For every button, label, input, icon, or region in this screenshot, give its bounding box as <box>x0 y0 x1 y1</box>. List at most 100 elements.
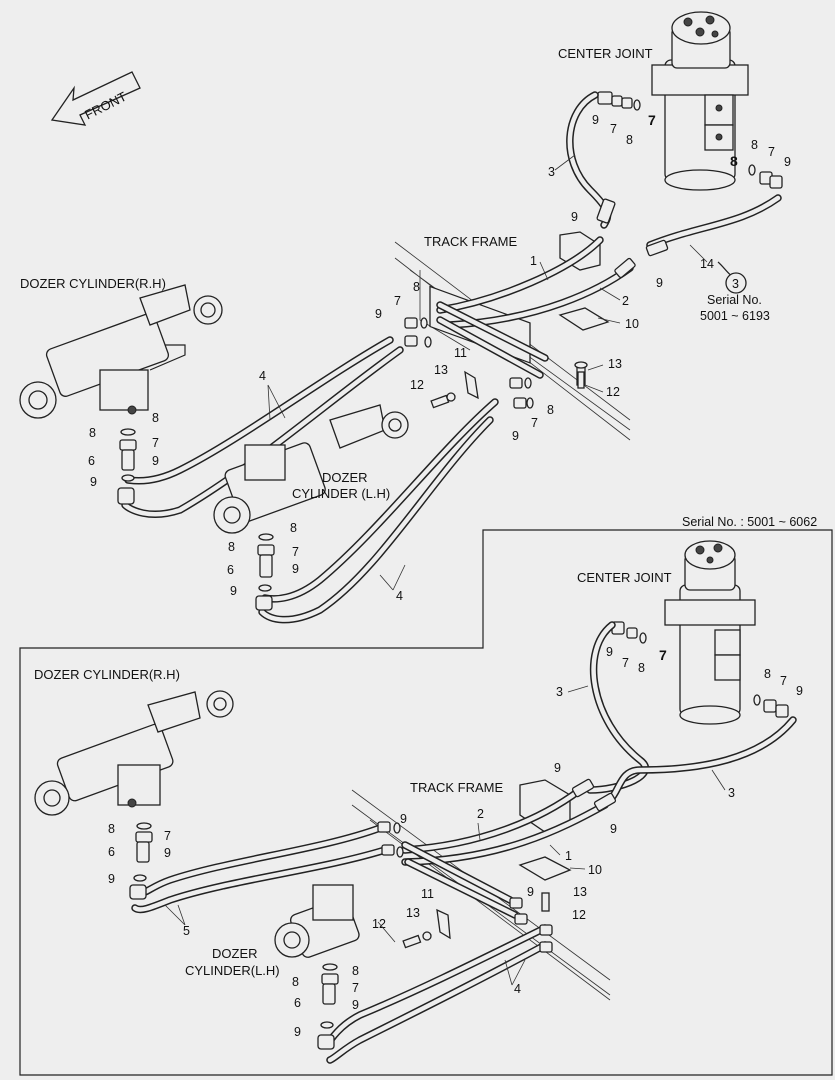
serial-section-frame <box>19 529 833 1076</box>
callout: 3 <box>556 685 563 699</box>
dozer-cylinder-rh-top <box>19 284 223 419</box>
callout: 8 <box>89 426 96 440</box>
callout: 9 <box>512 429 519 443</box>
callout: 7 <box>768 145 775 159</box>
callout: 13 <box>573 885 587 899</box>
callout: 8 <box>638 661 645 675</box>
callout: 8 <box>108 822 115 836</box>
callout: 9 <box>294 1025 301 1039</box>
callout: 8 <box>730 153 738 169</box>
callout: 2 <box>622 294 629 308</box>
callout: 9 <box>796 684 803 698</box>
dozer-lh-label-top-2: CYLINDER (L.H) <box>292 486 390 501</box>
serial-label-1: Serial No. <box>707 293 762 307</box>
lh-fittings-bottom <box>317 963 339 1050</box>
callout: 7 <box>292 545 299 559</box>
callout: 9 <box>375 307 382 321</box>
callout: 8 <box>626 133 633 147</box>
callout: 9 <box>164 846 171 860</box>
dozer-lh-label-bottom-1: DOZER <box>212 946 258 961</box>
callout: 12 <box>572 908 586 922</box>
callout: 8 <box>352 964 359 978</box>
center-joint-label-top: CENTER JOINT <box>558 46 653 61</box>
callout: 9 <box>108 872 115 886</box>
callout: 7 <box>164 829 171 843</box>
callout: 8 <box>292 975 299 989</box>
callout: 9 <box>571 210 578 224</box>
callout: 12 <box>410 378 424 392</box>
callout: 1 <box>530 254 537 268</box>
callout: 7 <box>394 294 401 308</box>
callouts-top: 9 7 7 8 3 8 7 9 8 9 14 9 1 2 10 9 7 8 11… <box>88 112 791 603</box>
callout: 9 <box>527 885 534 899</box>
rh-fittings-bottom <box>129 822 153 900</box>
callout: 4 <box>259 369 266 383</box>
callout: 7 <box>780 674 787 688</box>
callout: 5 <box>183 924 190 938</box>
lh-fittings-top <box>255 533 275 611</box>
serial-label-2: 5001 ~ 6193 <box>700 309 770 323</box>
callout: 6 <box>227 563 234 577</box>
callout: 8 <box>547 403 554 417</box>
callout: 9 <box>90 475 97 489</box>
track-frame-label-bottom: TRACK FRAME <box>410 780 504 795</box>
callout: 9 <box>554 761 561 775</box>
callout: 14 <box>700 257 714 271</box>
callout: 9 <box>606 645 613 659</box>
callout: 8 <box>764 667 771 681</box>
dozer-rh-label-top: DOZER CYLINDER(R.H) <box>20 276 166 291</box>
dozer-cylinder-lh-bottom <box>274 884 360 958</box>
dozer-cylinder-rh-bottom <box>34 690 234 816</box>
hose-fittings-top <box>404 198 669 409</box>
center-joint-label-bottom: CENTER JOINT <box>577 570 672 585</box>
dozer-rh-label-bottom: DOZER CYLINDER(R.H) <box>34 667 180 682</box>
callout: 9 <box>592 113 599 127</box>
callout: 10 <box>625 317 639 331</box>
callout: 8 <box>751 138 758 152</box>
callout: 6 <box>88 454 95 468</box>
center-joint-bottom <box>664 540 756 725</box>
callout: 9 <box>230 584 237 598</box>
front-arrow: FRONT <box>50 71 141 126</box>
callout: 13 <box>406 906 420 920</box>
leaders-top <box>267 154 708 591</box>
callout: 7 <box>352 981 359 995</box>
callout: 3 <box>548 165 555 179</box>
callout: 12 <box>606 385 620 399</box>
callout: 9 <box>352 998 359 1012</box>
callout: 8 <box>413 280 420 294</box>
serial-header-bottom: Serial No. : 5001 ~ 6062 <box>682 515 817 529</box>
rh-fittings-top <box>117 428 137 505</box>
callout: 7 <box>622 656 629 670</box>
callout: 1 <box>565 849 572 863</box>
callout: 13 <box>608 357 622 371</box>
hoses-bottom <box>131 621 797 1064</box>
callout: 9 <box>152 454 159 468</box>
leaders-bottom <box>164 685 726 986</box>
callout: 11 <box>421 887 434 901</box>
callout: 7 <box>659 647 667 663</box>
dozer-lh-label-bottom-2: CYLINDER(L.H) <box>185 963 280 978</box>
callout: 7 <box>152 436 159 450</box>
callout: 9 <box>784 155 791 169</box>
track-frame-label-top: TRACK FRAME <box>424 234 518 249</box>
callout: 6 <box>108 845 115 859</box>
callout: 4 <box>396 589 403 603</box>
dozer-lh-label-top-1: DOZER <box>322 470 368 485</box>
callout: 7 <box>648 112 656 128</box>
callout: 9 <box>656 276 663 290</box>
callout: 11 <box>454 346 467 360</box>
callout: 7 <box>531 416 538 430</box>
dozer-cylinder-lh-top <box>213 404 409 534</box>
callout: 3 <box>728 786 735 800</box>
callout: 4 <box>514 982 521 996</box>
callout: 13 <box>434 363 448 377</box>
center-joint-top <box>651 11 749 191</box>
callout: 10 <box>588 863 602 877</box>
callout: 8 <box>228 540 235 554</box>
callout: 9 <box>400 812 407 826</box>
cj-fittings-top <box>597 91 783 189</box>
callout: 9 <box>610 822 617 836</box>
circled-ref: 3 <box>732 277 739 291</box>
